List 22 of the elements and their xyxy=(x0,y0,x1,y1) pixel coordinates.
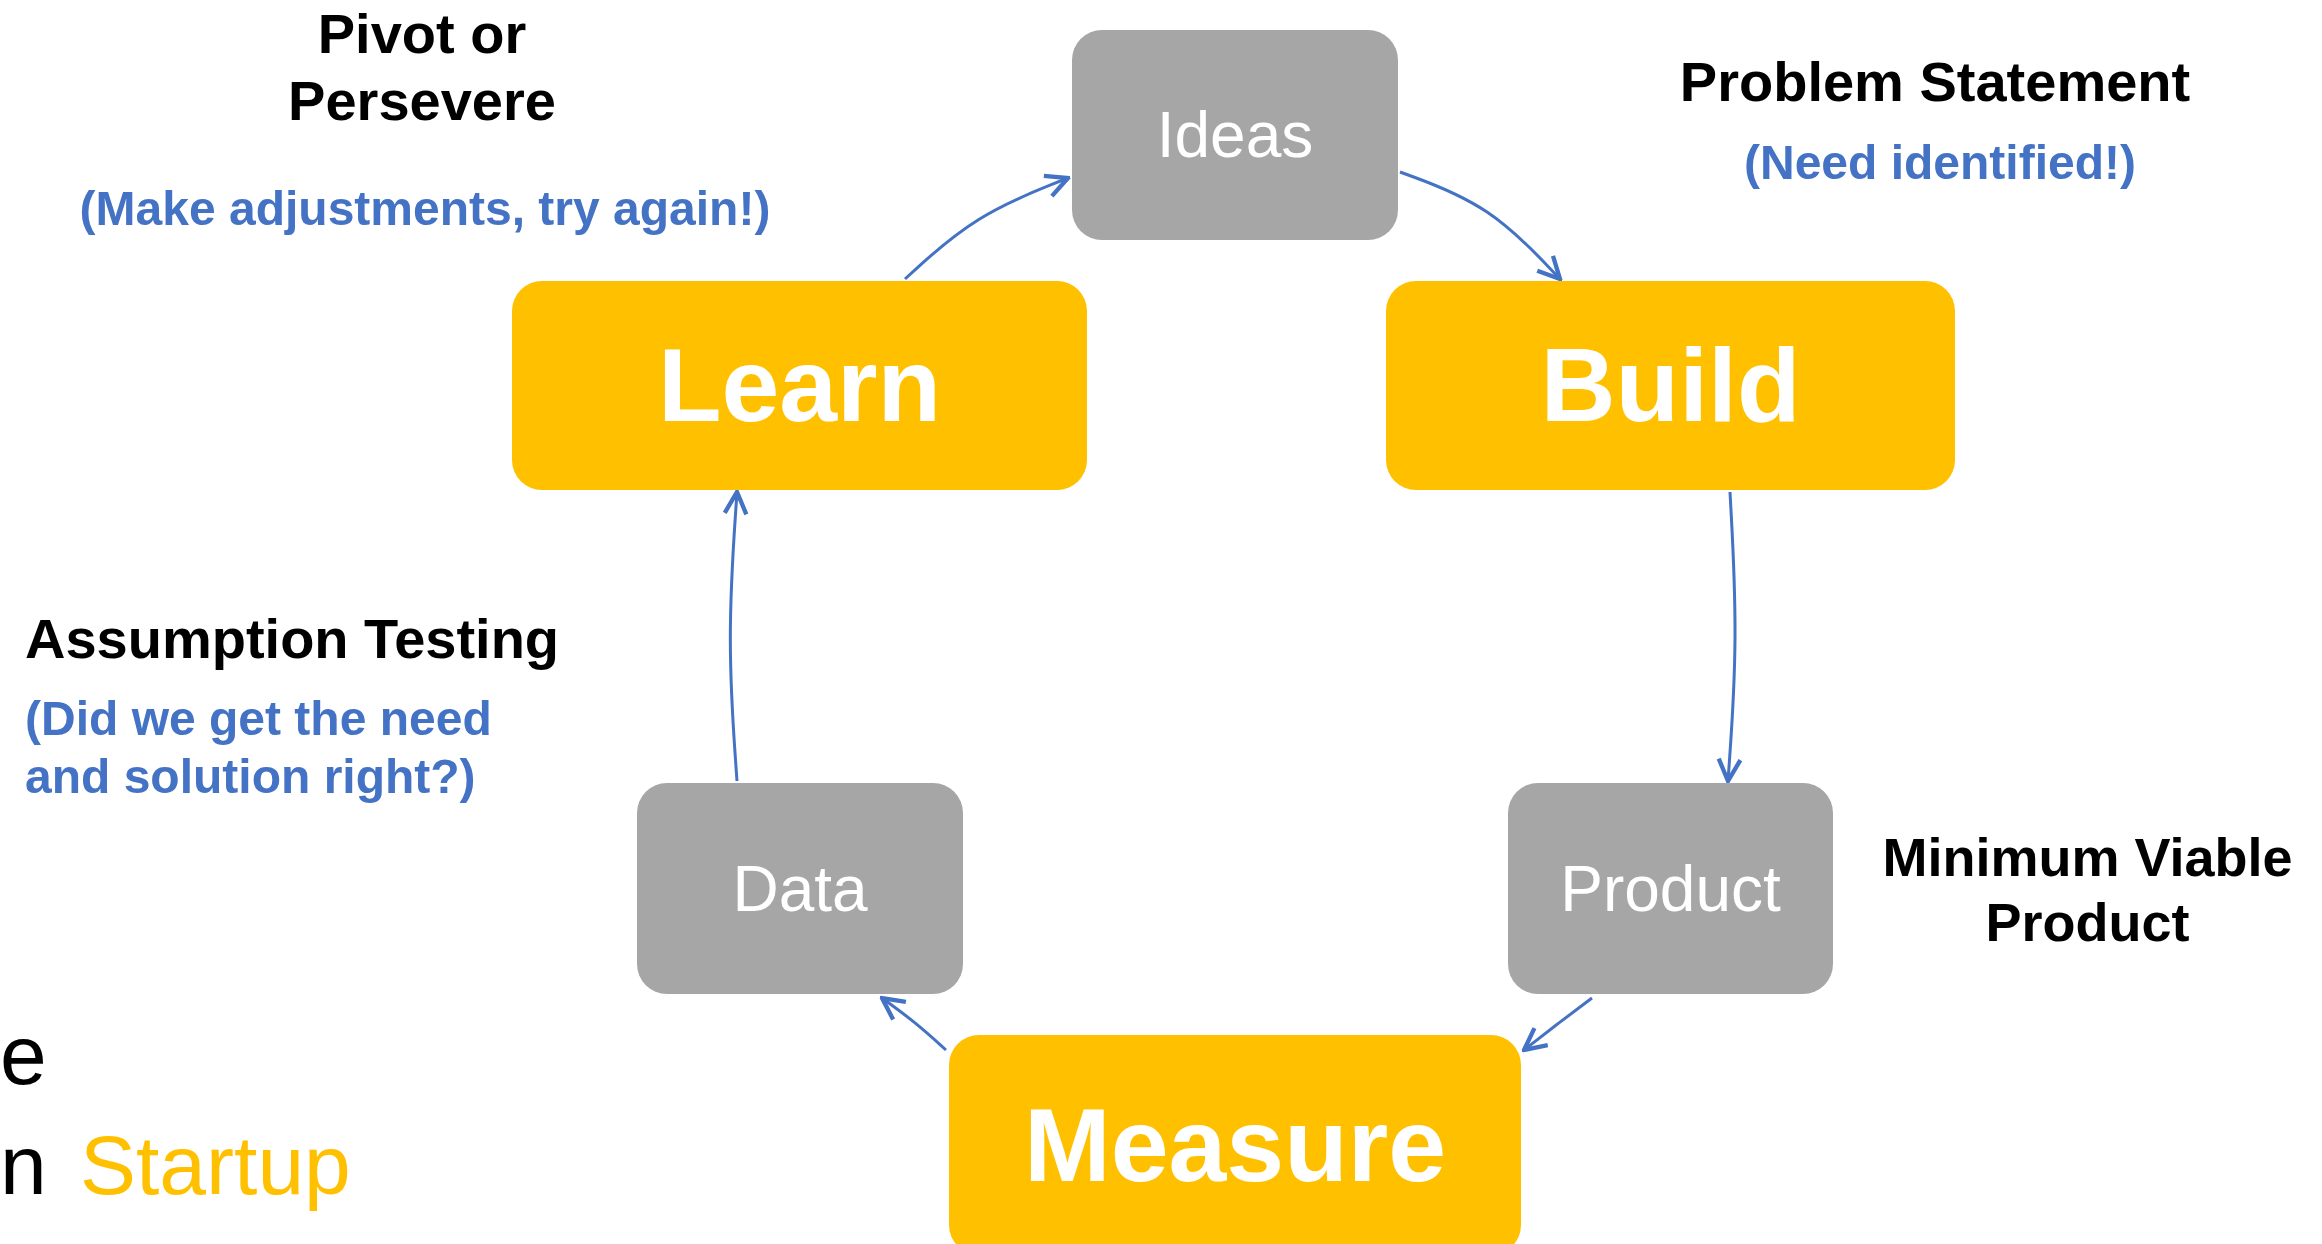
stage-box: Build xyxy=(1386,281,1955,490)
arrow xyxy=(722,489,749,782)
title-text: e xyxy=(0,1007,48,1104)
artifact-box: Ideas xyxy=(1072,30,1398,240)
arrow xyxy=(1716,491,1743,784)
artifact-box: Data xyxy=(637,783,963,994)
step-title: Minimum Viable Product xyxy=(1881,826,2294,954)
step-note: (Did we get the need and solution right?) xyxy=(25,691,493,805)
title-text: n xyxy=(0,1117,48,1214)
step-title: Problem Statement xyxy=(1678,49,2192,115)
arrow xyxy=(904,173,1071,281)
step-note: (Need identified!) xyxy=(1743,135,2137,191)
title-text: Startup xyxy=(80,1117,352,1214)
step-title: Pivot or Persevere xyxy=(287,1,557,135)
step-title: Assumption Testing xyxy=(25,606,561,672)
artifact-box: Product xyxy=(1508,783,1833,994)
stage-box: Measure xyxy=(949,1035,1521,1244)
arrow xyxy=(1521,996,1593,1053)
step-note: (Make adjustments, try again!) xyxy=(78,181,772,237)
arrow xyxy=(1399,170,1563,282)
stage-box: Learn xyxy=(512,281,1087,490)
arrow xyxy=(879,995,947,1052)
